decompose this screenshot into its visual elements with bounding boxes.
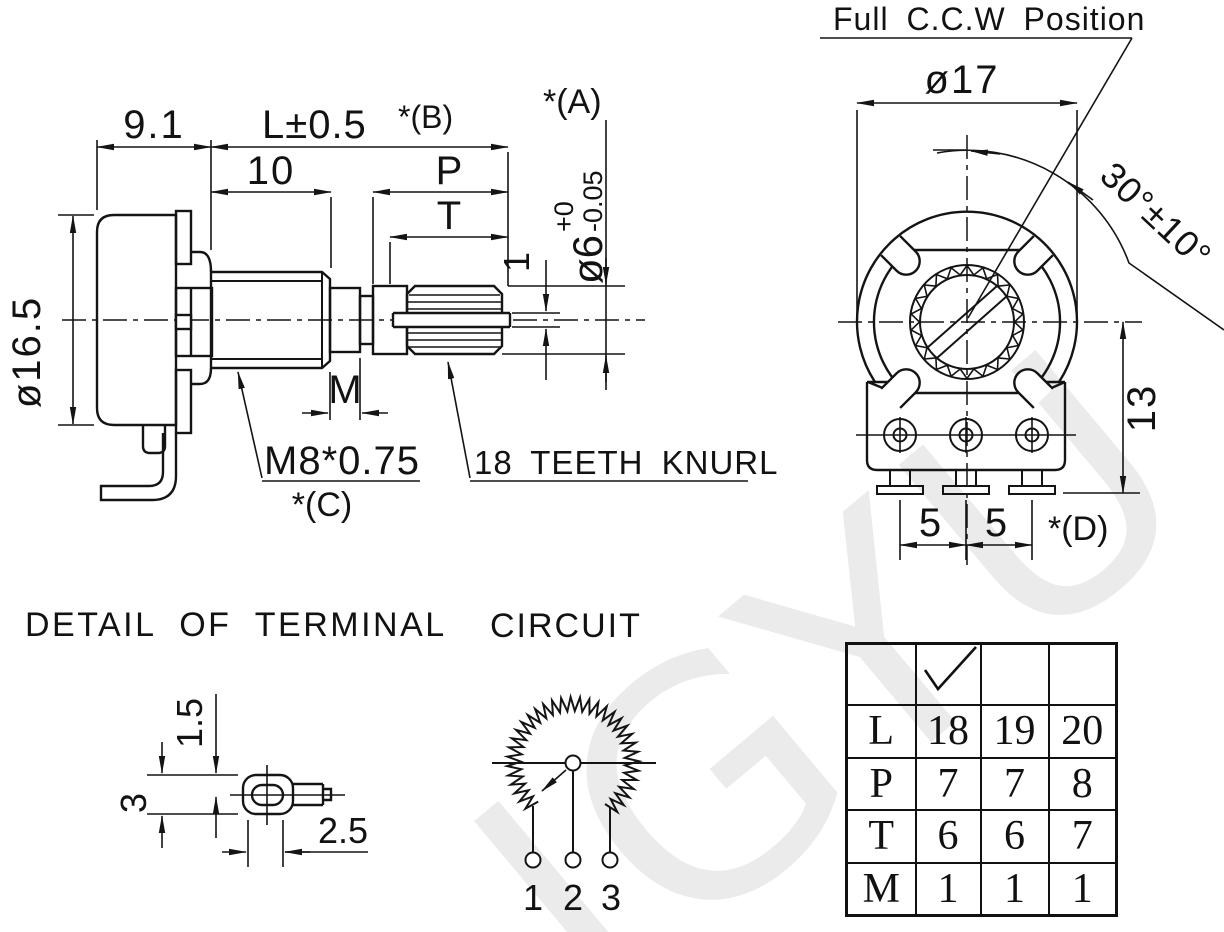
- spec-table: L 18 19 20 P 7 7 8 T 6 6 7 M 1 1 1: [845, 642, 1118, 917]
- wiper-node: [564, 754, 582, 772]
- hub-axis-notch: [174, 313, 193, 331]
- table-row: M 1 1 1: [845, 861, 1118, 917]
- dim-dia17: ø17: [925, 58, 1000, 102]
- back-plate-bottom-tab: [174, 368, 193, 435]
- row-label: M: [845, 861, 917, 917]
- full-ccw-leader: [967, 37, 1133, 319]
- table-cell: 7: [979, 756, 1050, 811]
- dim-shaft-tol-plus: +0: [549, 201, 579, 232]
- row-label: L: [845, 704, 917, 759]
- table-cell-check: [914, 642, 982, 706]
- table-cell: 18: [914, 704, 982, 759]
- table-cell: 6: [979, 809, 1050, 864]
- terminal-detail: DETAIL OF TERMINAL 3 1.5 2.5: [25, 606, 447, 867]
- shaft-knurl-ring: [909, 264, 1025, 380]
- dim-L: L±0.5: [262, 103, 367, 147]
- mounting-bracket: [99, 433, 178, 502]
- knurled-shaft: [405, 284, 504, 356]
- resistor-ring: [503, 693, 643, 815]
- dim-3: 3: [113, 793, 154, 813]
- table-cell: 19: [979, 704, 1050, 759]
- bracket-small-tab: [141, 425, 167, 455]
- table-cell: 20: [1047, 704, 1118, 759]
- table-row: T 6 6 7: [845, 809, 1118, 864]
- table-row: L 18 19 20: [845, 704, 1118, 759]
- circuit-diagram: CIRCUIT 1 2 3: [490, 607, 656, 918]
- table-cell-blank: [845, 642, 917, 706]
- terminal-tail: [293, 782, 333, 807]
- table-cell: 8: [1047, 756, 1118, 811]
- front-pins: [876, 470, 1056, 495]
- table-cell-blank: [979, 642, 1050, 706]
- knurl-teeth-lines: [407, 294, 502, 348]
- shaft-slot-fill: [393, 313, 510, 327]
- dim-2-5: 2.5: [318, 810, 368, 851]
- terminal-detail-title: DETAIL OF TERMINAL: [25, 606, 447, 644]
- table-header-row: [845, 642, 1118, 706]
- circuit-title: CIRCUIT: [490, 607, 642, 645]
- terminal-label-3: 3: [601, 877, 621, 918]
- table-cell: 7: [914, 756, 982, 811]
- full-ccw-label: Full C.C.W Position: [833, 1, 1145, 37]
- side-dimensions: 9.1 L±0.5 *(B) 10 P T *(A) ø6 -0.05: [5, 83, 778, 524]
- dim-slot-1: 1: [496, 252, 537, 272]
- terminal-label-2: 2: [563, 877, 583, 918]
- label-knurl: 18 TEETH KNURL: [474, 444, 778, 481]
- table-cell: 1: [914, 861, 982, 917]
- row-label: P: [845, 756, 917, 811]
- shaft-slot-outline: [391, 311, 512, 329]
- table-cell: 7: [1047, 809, 1118, 864]
- note-A: *(A): [543, 83, 602, 121]
- shaft-slot-front: [926, 285, 1008, 359]
- dim-M: M: [328, 368, 361, 412]
- terminal-node-2: [564, 851, 582, 869]
- side-view: 9.1 L±0.5 *(B) 10 P T *(A) ø6 -0.05: [5, 83, 778, 524]
- table-cell: 1: [1047, 861, 1118, 917]
- flange-step-bottom: [191, 367, 213, 386]
- note-C: *(C): [292, 486, 352, 524]
- dim-shaft-tol-minus: -0.05: [578, 170, 608, 232]
- back-plate-top-tab: [174, 209, 193, 266]
- dim-5b: 5: [985, 501, 1007, 545]
- wiper-arrow: [541, 769, 567, 792]
- dim-shaft-dia: ø6 -0.05 +0: [549, 170, 611, 284]
- dim-10: 10: [247, 149, 296, 193]
- table-cell: 6: [914, 809, 982, 864]
- check-icon: [923, 646, 977, 692]
- note-B: *(B): [398, 99, 453, 135]
- circuit-leads: [532, 770, 611, 852]
- dim-1-5: 1.5: [169, 698, 210, 748]
- dim-body-dia: ø16.5: [5, 296, 49, 408]
- terminal-label-1: 1: [523, 877, 543, 918]
- note-D: *(D): [1048, 510, 1108, 548]
- front-terminals: [856, 417, 1076, 453]
- svg-text:ø6: ø6: [564, 235, 611, 284]
- table-cell: 1: [979, 861, 1050, 917]
- cover-notches: [880, 235, 1054, 409]
- label-thread: M8*0.75: [264, 439, 420, 483]
- table-cell-blank: [1047, 642, 1118, 706]
- dim-angle: 30°±10°: [1093, 154, 1220, 276]
- dim-5a: 5: [919, 501, 941, 545]
- dim-P: P: [436, 149, 463, 193]
- flange-step-top: [191, 250, 213, 273]
- dim-13: 13: [1120, 384, 1164, 433]
- row-label: T: [845, 809, 917, 864]
- dim-9-1: 9.1: [123, 103, 185, 147]
- pot-body-cup: [95, 213, 178, 427]
- terminal-dimensions: 3 1.5 2.5: [113, 694, 368, 867]
- table-row: P 7 7 8: [845, 756, 1118, 811]
- terminal-node-3: [601, 851, 619, 869]
- terminal-node-1: [524, 851, 542, 869]
- dim-T: T: [437, 194, 461, 238]
- terminal-block: [865, 382, 1067, 472]
